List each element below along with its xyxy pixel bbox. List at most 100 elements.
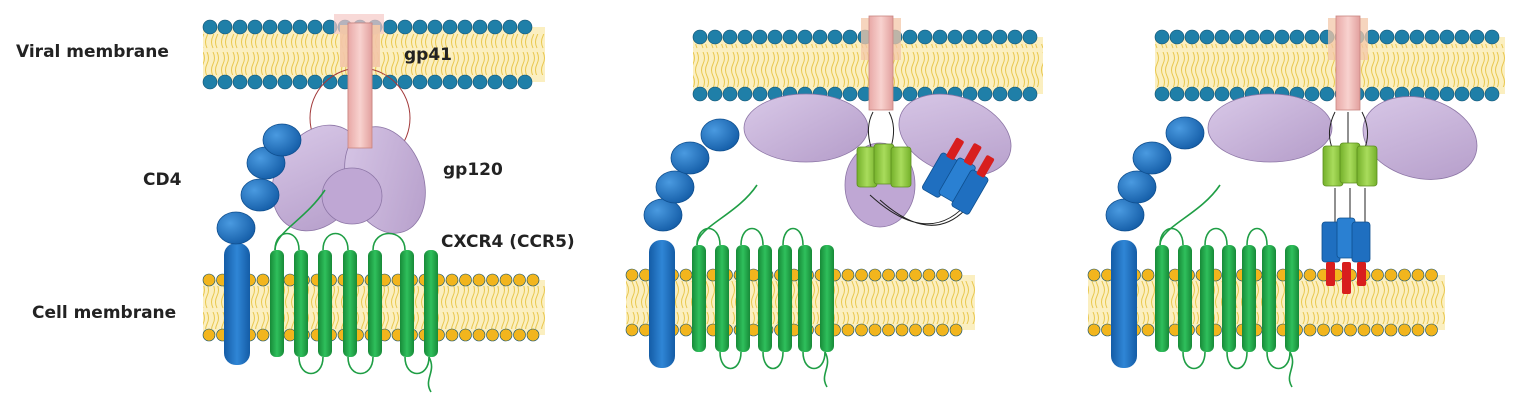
panel-1-viral-membrane-head-bottom (292, 74, 308, 90)
panel-2-cell-membrane-head-top (855, 268, 868, 282)
panel-1-viral-membrane-head-top (262, 19, 278, 35)
panel-1-coreceptor-loop (274, 232, 300, 251)
panel-3-cell-membrane-head-bottom (1344, 323, 1357, 337)
panel-2-coreceptor-tail (823, 351, 829, 388)
panel-1-viral-membrane-head-bottom (232, 74, 248, 90)
panel-3-cell-membrane-head-bottom (1411, 323, 1425, 337)
panel-3-viral-membrane-head-top (1259, 29, 1275, 45)
panel-2-coreceptor-loop (719, 351, 742, 370)
panel-2-coreceptor-loop (782, 227, 804, 246)
panel-2-cell-membrane-head-bottom (882, 323, 895, 337)
panel-2-hr-helix-3 (890, 146, 912, 188)
gp41-label: gp41 (404, 45, 452, 65)
panel-3-cell-membrane-head-bottom (1371, 323, 1384, 337)
panel-3-cell-membrane-head-top (1087, 268, 1101, 282)
panel-3-cd4-domain-2 (1117, 170, 1157, 204)
panel-3-coreceptor (1155, 184, 1299, 388)
panel-1-viral-membrane-head-bottom (382, 74, 398, 90)
panel-2-coreceptor-helix-5 (778, 245, 792, 352)
panel-2-viral-membrane-head-bottom (902, 86, 918, 102)
panel-1-cell-membrane-head-top (486, 273, 499, 287)
panel-3-stalk (1334, 188, 1366, 223)
panel-1-cell-membrane-head-bottom (499, 328, 513, 342)
panel-2-fp-tip-2 (964, 143, 982, 166)
panel-2-viral-membrane-head-top (782, 29, 798, 45)
panel-1-gp120-subunit-3 (321, 167, 383, 225)
panel-3-fusion-peptide (1321, 217, 1371, 294)
panel-2-cd4-domain-2 (655, 170, 695, 204)
panel-1-coreceptor-loop (322, 232, 349, 251)
panel-3-gp41 (1328, 15, 1368, 111)
panel-3-viral-membrane-head-bottom (1469, 86, 1485, 102)
panel-2-viral-membrane-head-bottom (692, 86, 708, 102)
panel-2-viral-membrane-head-top (812, 29, 828, 45)
panel-1-viral-membrane-head-bottom (427, 74, 443, 90)
panel-3-fp-tip-3 (1357, 262, 1366, 286)
panel-2-coreceptor-loop (802, 351, 826, 370)
panel-1-viral-membrane-head-top (487, 19, 503, 35)
panel-2-viral-membrane-head-bottom (992, 86, 1008, 102)
panel-2-cell-membrane-head-bottom (841, 323, 855, 337)
panel-2-viral-membrane (692, 29, 1043, 102)
panel-1-cell-membrane-head-top (459, 273, 472, 287)
panel-1-cell-membrane-head-top (472, 273, 486, 287)
panel-1-viral-membrane-head-top (292, 19, 308, 35)
panel-3-cell-membrane-head-bottom (1330, 323, 1344, 337)
panel-3-cd4-domain-3 (1132, 141, 1172, 175)
panel-2-cell-membrane-head-bottom (895, 323, 909, 337)
panel-3-viral-membrane-head-top (1439, 29, 1455, 45)
panel-3-viral-membrane-head-top (1274, 29, 1290, 45)
panel-1-cell-membrane-head-top (513, 273, 526, 287)
panel-1-viral-membrane-head-bottom (322, 74, 338, 90)
panel-1-cd4-domain-2 (240, 178, 280, 212)
panel-2-viral-membrane-head-top (722, 29, 738, 45)
panel-3-viral-membrane-head-bottom (1184, 86, 1200, 102)
panel-3-coreceptor-helix-2 (1178, 245, 1192, 352)
panel-1-viral-membrane-head-bottom (502, 74, 518, 90)
panel-3-viral-membrane-head-bottom (1439, 86, 1455, 102)
panel-3-coreceptor-helix-5 (1242, 245, 1256, 352)
panel-1-viral-membrane-head-top (472, 19, 488, 35)
panel-2-cell-membrane-head-bottom (922, 323, 936, 337)
panel-2-linker (867, 111, 895, 148)
cd4-label: CD4 (143, 170, 182, 190)
panel-2-viral-membrane-head-top (992, 29, 1008, 45)
panel-2-coreceptor-helix-4 (758, 245, 772, 352)
panel-1-viral-membrane-head-top (502, 19, 518, 35)
panel-3-hr-helix-3 (1356, 145, 1378, 187)
panel-1-viral-membrane-head-bottom (397, 74, 413, 90)
panel-3-cd4-stem (1111, 240, 1137, 368)
panel-1-cell-membrane-head-bottom (202, 328, 216, 342)
panel-3-cd4-domain-1 (1105, 198, 1145, 232)
panel-1-viral-membrane-head-top (217, 19, 233, 35)
panel-2-cell-membrane-head-top (895, 268, 909, 282)
panel-2-viral-membrane-head-bottom (977, 86, 993, 102)
panel-2-cell-membrane-head-top (936, 268, 949, 282)
panel-2-viral-membrane-head-top (932, 29, 948, 45)
panel-1-coreceptor-helix-6 (400, 250, 414, 357)
panel-1 (202, 14, 545, 393)
panel-2-cd4-domain-3 (670, 141, 710, 175)
panel-1-cell-membrane-head-top (526, 273, 540, 287)
panel-2-viral-membrane-head-top (1007, 29, 1023, 45)
panel-1-viral-membrane-head-top (382, 19, 398, 35)
panel-1-viral-membrane-head-bottom (517, 74, 533, 90)
panel-1-viral-membrane-head-bottom (277, 74, 293, 90)
panel-3-cell-membrane-head-top (1141, 268, 1155, 282)
panel-2-viral-membrane-head-top (842, 29, 858, 45)
panel-1-viral-membrane-head-top (457, 19, 473, 35)
panel-1-cell-membrane-head-bottom (526, 328, 540, 342)
panel-3-viral-membrane-head-bottom (1214, 86, 1230, 102)
panel-2-viral-membrane-head-top (917, 29, 933, 45)
panel-3-viral-membrane-head-top (1454, 29, 1470, 45)
panel-1-viral-membrane-head-bottom (457, 74, 473, 90)
panel-3-viral-membrane-head-bottom (1484, 86, 1500, 102)
panel-1-coreceptor-helix-4 (343, 250, 357, 357)
panel-2-fusion-peptide (922, 137, 995, 215)
panel-3-coreceptor-helix-3 (1200, 245, 1214, 352)
panel-2-viral-membrane-head-bottom (842, 86, 858, 102)
panel-1-cd4-domain-1 (216, 211, 256, 245)
panel-2-cell-membrane-head-bottom (625, 323, 639, 337)
panel-1-viral-membrane-head-top (397, 19, 413, 35)
panel-2-viral-membrane-head-bottom (722, 86, 738, 102)
